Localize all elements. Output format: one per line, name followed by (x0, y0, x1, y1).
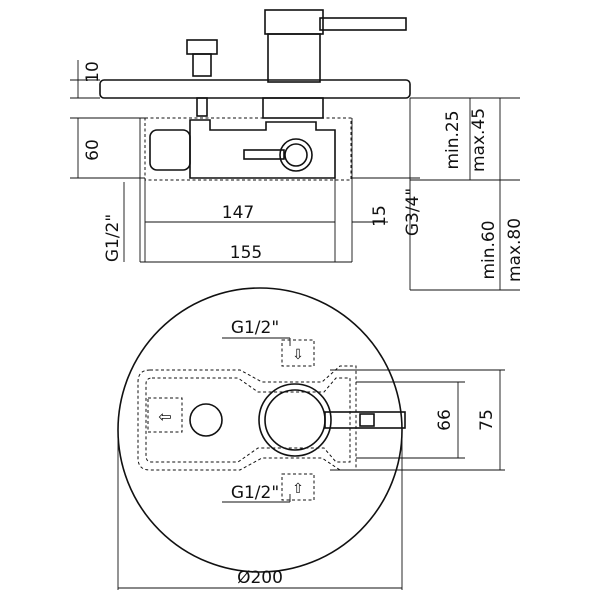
handle-lever (324, 411, 406, 429)
dim-outer-width: 155 (230, 243, 262, 263)
handle-circle (258, 383, 332, 457)
install-min-2: min.60 (479, 220, 499, 279)
lever-body (267, 33, 321, 83)
install-min-1: min.25 (443, 110, 463, 169)
dim-body-height: 60 (83, 139, 103, 161)
thread-bottom-label: G1/2" (231, 483, 279, 503)
handle-lever-tip (359, 413, 375, 427)
inlet-top-box (281, 339, 315, 367)
thread-left-label: G1/2" (103, 214, 123, 262)
front-view: ⇦ ⇩ ⇧ G1/2" G1/2" 66 75 Ø200 (117, 287, 505, 590)
thread-right-label: G3/4" (403, 188, 423, 236)
dim-body-width: 147 (222, 203, 254, 223)
body-outline-inner (145, 377, 351, 463)
lever-handle (319, 17, 407, 31)
valve-body-main (189, 119, 336, 179)
diverter-square (147, 397, 183, 433)
diverter-shaft (196, 97, 208, 117)
install-max-2: max.80 (505, 218, 525, 282)
outlet-circle (279, 138, 313, 172)
outlet-circle-inner (284, 143, 308, 167)
side-view: 10 60 G1/2" 147 155 15 G3/4" min.25 max.… (70, 9, 525, 291)
install-max-1: max.45 (469, 108, 489, 172)
dim-offset: 15 (370, 205, 390, 227)
valve-body (149, 129, 191, 171)
arrow-down-icon: ⇩ (292, 347, 304, 363)
arrow-up-icon: ⇧ (292, 481, 304, 497)
dim-outer: 75 (477, 409, 497, 431)
handle-circle-inner (264, 389, 326, 451)
diverter-circle (189, 403, 223, 437)
diverter-knob (186, 39, 218, 55)
inlet-bottom-box (281, 473, 315, 501)
body-outline (137, 365, 357, 471)
body-envelope (144, 117, 352, 181)
lever-cap (264, 9, 324, 35)
diverter-stem (192, 53, 212, 77)
thread-top-label: G1/2" (231, 318, 279, 338)
outlet-arm (243, 149, 285, 160)
cartridge-stem (262, 97, 324, 119)
wall-plate (99, 79, 411, 99)
arrow-left-icon: ⇦ (158, 407, 171, 426)
dim-depth-cover: 10 (83, 61, 103, 83)
dim-diameter: Ø200 (237, 568, 283, 588)
dim-inner: 66 (435, 409, 455, 431)
